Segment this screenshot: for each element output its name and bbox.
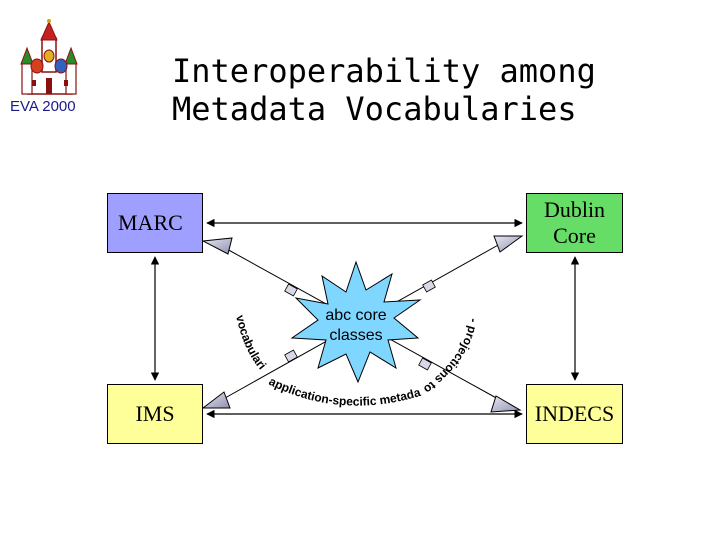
fat-arrow-marc-indecs xyxy=(201,237,522,413)
node-marc: MARC xyxy=(107,193,203,253)
node-ims-label: IMS xyxy=(135,401,175,426)
slide-title: Interoperability among Metadata Vocabula… xyxy=(172,52,632,128)
core-classes-label: abc core classes xyxy=(296,306,416,346)
kremlin-logo-icon xyxy=(20,19,78,95)
node-dublin-core-line-2: Core xyxy=(553,223,596,248)
node-dublin-core-line-1: Dublin xyxy=(543,197,606,222)
annotation-vocabularies: vocabularies xyxy=(0,0,269,372)
logo-caption: EVA 2000 xyxy=(10,98,76,115)
node-ims: IMS xyxy=(107,384,203,444)
fat-arrow-dublin-core-ims xyxy=(201,235,524,409)
core-classes-star xyxy=(290,260,422,384)
core-classes-line-2: classes xyxy=(329,327,383,344)
node-indecs-label: INDECS xyxy=(534,401,615,426)
slide-title-line-1: Interoperability among xyxy=(172,52,596,90)
node-dublin-core: Dublin Core xyxy=(526,193,623,253)
node-marc-label: MARC xyxy=(118,210,183,235)
core-classes-line-1: abc core xyxy=(325,307,387,324)
slide-title-line-2: Metadata Vocabularies xyxy=(172,90,577,128)
node-indecs: INDECS xyxy=(526,384,623,444)
